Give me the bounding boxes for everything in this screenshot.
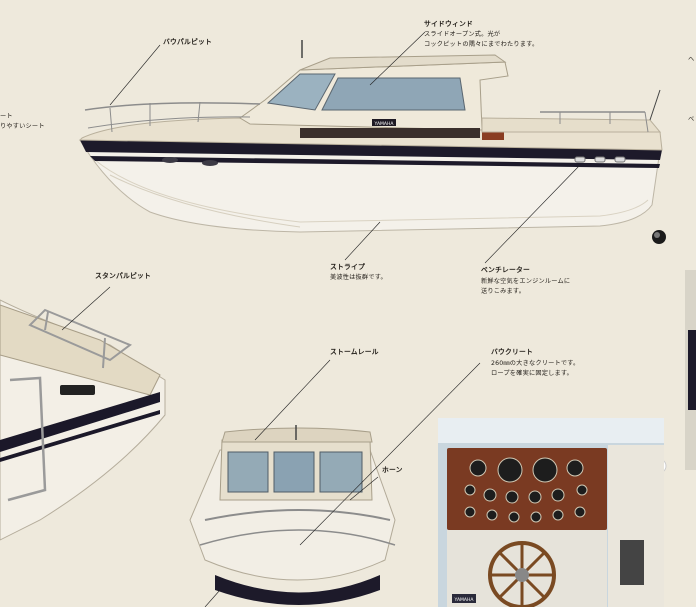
hull-badge: YAMAHA [374,121,395,127]
bow-rail-title: バウパルピット [163,38,212,46]
horn-title: ホーン [382,466,403,474]
seat-partial-line-1: ート [0,113,13,120]
ventilator-line-1: 新鮮な空気をエンジンルームに [481,278,571,285]
ventilator-title: ベンチレーター [481,266,530,274]
side-window-line-1: スライドオープン式。光が [424,31,501,38]
side-window-line-2: コックピットの隅々にまでわたります。 [424,41,539,48]
stripe-title: ストライプ [330,263,365,271]
storm-rail-title: ストームレール [330,348,379,356]
right-edge-partial-2: ベ [688,116,695,123]
stern-rail-title: スタンパルピット [95,272,151,280]
seat-partial-line-2: りやすいシート [0,123,45,130]
stripe-line-1: 美波性は抜群です。 [330,274,387,281]
ventilator-line-2: 送りこみます。 [481,288,526,295]
console-badge: YAMAHA [454,597,475,603]
right-edge-partial-1: ヘ [688,56,695,63]
side-window-title: サイドウィンド [424,20,473,28]
bow-cleat-line-2: ロープを確実に固定します。 [491,370,574,377]
bow-cleat-line-1: 260㎜の大きなクリートです。 [491,360,580,367]
bow-cleat-title: バウクリート [491,348,533,356]
